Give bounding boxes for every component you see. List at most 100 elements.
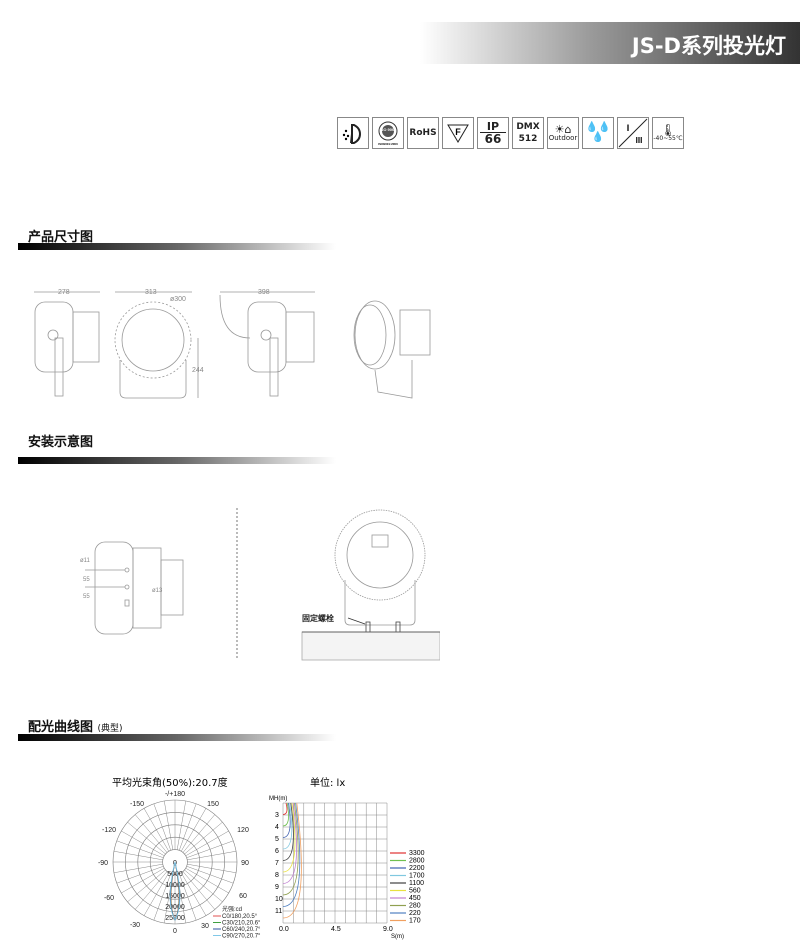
section-title-photometric: 配光曲线图 (典型) (28, 716, 123, 735)
polar-legend-entry: C30/210,20.6° (222, 921, 261, 927)
y-tick: 7 (275, 860, 279, 867)
polar-spoke (116, 866, 164, 884)
isolux-legend-entry: 1700 (409, 873, 425, 880)
isolux-legend-entry: 450 (409, 895, 421, 902)
temperature-icon: 🌡-40~55℃ (652, 117, 684, 149)
polar-legend-entry: C60/240,20.7° (222, 927, 261, 933)
polar-series-curve (169, 861, 181, 921)
polar-radial-tick: 10000 (165, 882, 185, 889)
polar-spoke (185, 867, 229, 894)
polar-unit-label: 光强:cd (222, 905, 242, 913)
polar-angle-label: 60 (239, 893, 247, 900)
spray-protection-icon (337, 117, 369, 149)
y-tick: 10 (275, 896, 283, 903)
section-divider (18, 457, 336, 464)
rohs-label: RoHS (409, 127, 437, 138)
dim-diameter: ø300 (170, 296, 186, 303)
front-view-drawing (114, 291, 199, 399)
polar-spoke (187, 850, 237, 861)
polar-spoke (127, 869, 166, 903)
polar-spoke (134, 814, 168, 853)
polar-spoke (185, 830, 229, 857)
polar-spoke (182, 871, 216, 910)
polar-spoke (121, 830, 165, 857)
polar-spoke (184, 821, 223, 855)
y-tick: 4 (275, 824, 279, 831)
polar-spoke (116, 840, 164, 858)
dimension-drawings: 278 313 ø300 244 398 (34, 289, 431, 399)
polar-spoke (180, 872, 207, 916)
isolux-curve (282, 802, 289, 827)
installation-drawings: ø11 55 55 ø13 固定螺栓 (80, 508, 440, 661)
polar-angle-label: 30 (201, 923, 209, 930)
polar-spoke (153, 803, 171, 851)
polar-spoke (143, 808, 170, 852)
side-view-drawing (34, 291, 100, 397)
x-tick: 0.0 (279, 926, 289, 933)
polar-spoke (179, 803, 197, 851)
ground-mount-drawing (301, 509, 440, 661)
y-tick: 11 (275, 908, 282, 915)
isolux-legend-entry: 280 (409, 903, 421, 910)
isolux-curve (282, 802, 291, 838)
polar-spoke (179, 873, 197, 921)
title-banner: JS-D系列投光灯 (420, 22, 800, 64)
y-axis-label: MH(m) (269, 796, 287, 802)
isolux-legend-entry: 170 (409, 918, 421, 925)
f-label: F (455, 127, 461, 137)
polar-spoke (176, 800, 187, 850)
dim-front-width: 313 (145, 289, 157, 296)
side-view-2-drawing (219, 291, 315, 397)
polar-angle-label: -30 (130, 922, 140, 929)
y-tick: 9 (275, 884, 279, 891)
polar-spoke (153, 873, 171, 921)
polar-angle-label: -120 (102, 827, 116, 834)
polar-spoke (134, 871, 168, 910)
isolux-chart-title: 单位: lx (310, 778, 346, 789)
polar-chart-title: 平均光束角(50%):20.7度 (112, 778, 228, 789)
ip-label: IP (486, 120, 500, 133)
waterproof-drops-icon: 💧💧💧 (582, 117, 614, 149)
polar-angle-label: -60 (104, 895, 114, 902)
isolux-curve (282, 802, 299, 896)
polar-spoke (180, 808, 207, 852)
isolux-curve (282, 802, 294, 861)
polar-spoke (187, 863, 237, 874)
class-bottom: III (636, 136, 643, 145)
dim-side-width: 278 (58, 289, 70, 296)
isolux-legend-entry: 1100 (409, 880, 424, 887)
polar-spoke (186, 840, 234, 858)
polar-legend-entry: C90/270,20.7° (222, 934, 261, 940)
polar-spoke (163, 800, 174, 850)
polar-spoke (113, 850, 163, 861)
isolux-legend-entry: 2200 (409, 865, 425, 872)
isolux-curve (282, 802, 297, 884)
section-title-installation: 安装示意图 (28, 435, 94, 450)
polar-radial-tick: 25000 (165, 915, 185, 922)
polar-angle-label: 90 (241, 860, 249, 867)
polar-angle-label: 150 (207, 801, 219, 808)
polar-spoke (184, 869, 223, 903)
photometric-title: 配光曲线图 (28, 720, 94, 735)
section-divider (18, 734, 336, 741)
dim-height: 244 (192, 367, 204, 374)
ip-value: 66 (480, 132, 506, 145)
isolux-curve (282, 802, 293, 850)
isolux-legend-entry: 220 (409, 910, 421, 917)
y-tick: 8 (275, 872, 279, 879)
product-title: JS-D系列投光灯 (631, 34, 786, 58)
class-top: I (627, 123, 630, 133)
isolux-legend-entry: 560 (409, 888, 421, 895)
f-mark-icon: F (442, 117, 474, 149)
dmx-value: 512 (518, 133, 538, 144)
hole1-label: ø11 (80, 558, 91, 564)
outdoor-icon: ☀⌂Outdoor (547, 117, 579, 149)
polar-spoke (186, 866, 234, 884)
section-divider (18, 243, 336, 250)
isolux-curve (282, 802, 296, 873)
polar-spoke (143, 872, 170, 916)
